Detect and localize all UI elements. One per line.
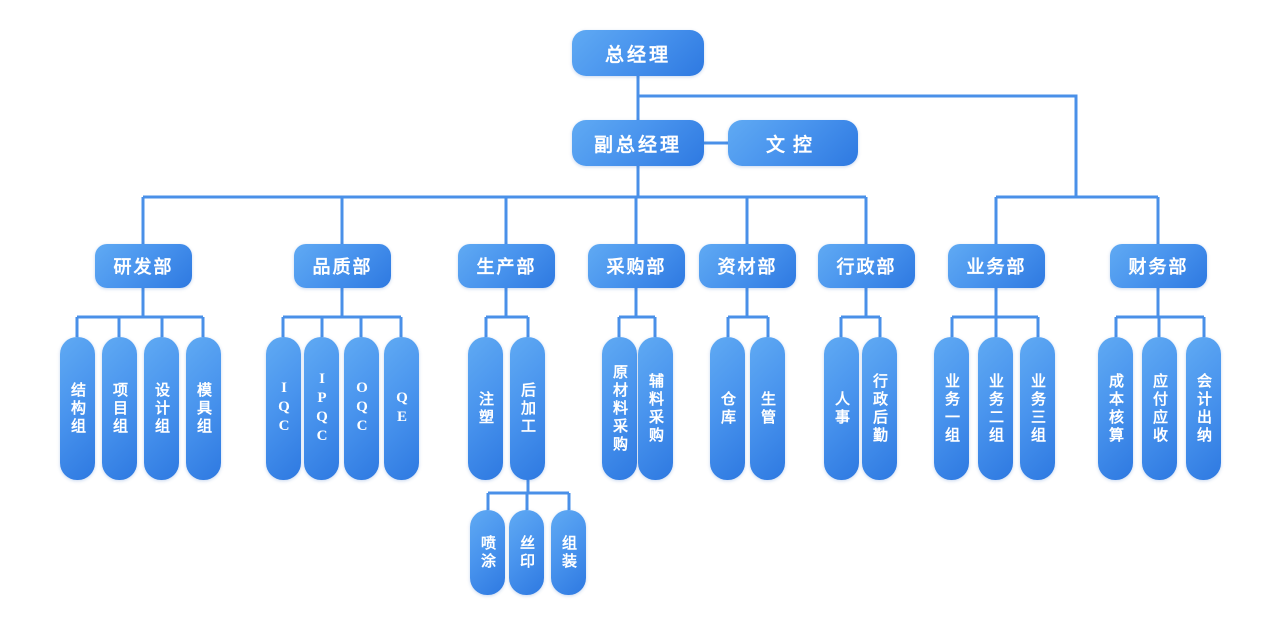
connector-sales-teams (950, 288, 1040, 337)
team-payables-receivables-pill: 应付应收 (1142, 337, 1177, 480)
team-project-pill: 项目组 (102, 337, 137, 480)
team-mold-pill: 模具组 (186, 337, 221, 480)
team-sales-group-2-pill: 业务二组 (978, 337, 1013, 480)
team-raw-material-procurement-pill: 原材料采购 (602, 337, 637, 480)
team-hr-pill: 人事 (824, 337, 859, 480)
team-warehouse-pill: 仓库 (710, 337, 745, 480)
team-auxiliary-material-procurement-pill: 辅料采购 (638, 337, 673, 480)
team-oqc-pill: OQC (344, 337, 379, 480)
document-control-box: 文控 (728, 120, 858, 166)
subteam-spray-coating-pill: 喷涂 (470, 510, 505, 595)
team-injection-molding-pill: 注塑 (468, 337, 503, 480)
dept-admin-box: 行政部 (818, 244, 915, 288)
connector-quality-teams (281, 288, 403, 337)
connector-rnd-teams (75, 288, 205, 337)
connector-right-bus (994, 195, 1160, 244)
dept-production-box: 生产部 (458, 244, 555, 288)
subteam-assembly-pill: 组装 (551, 510, 586, 595)
dept-quality-box: 品质部 (294, 244, 391, 288)
dept-finance-box: 财务部 (1110, 244, 1207, 288)
connector-left-bus (141, 195, 868, 244)
team-design-pill: 设计组 (144, 337, 179, 480)
connector-production-teams (484, 288, 530, 337)
team-admin-logistics-pill: 行政后勤 (862, 337, 897, 480)
general-manager-box: 总经理 (572, 30, 704, 76)
connector-admin-teams (839, 288, 882, 337)
deputy-general-manager-box: 副总经理 (572, 120, 704, 166)
team-production-control-pill: 生管 (750, 337, 785, 480)
connector-procurement-teams (617, 288, 657, 337)
team-structure-pill: 结构组 (60, 337, 95, 480)
team-iqc-pill: IQC (266, 337, 301, 480)
connector-finance-teams (1114, 288, 1206, 337)
team-post-processing-pill: 后加工 (510, 337, 545, 480)
connector-postprocessing-subteams (486, 480, 571, 510)
team-accounting-cashier-pill: 会计出纳 (1186, 337, 1221, 480)
team-sales-group-3-pill: 业务三组 (1020, 337, 1055, 480)
team-ipqc-pill: IPQC (304, 337, 339, 480)
team-cost-accounting-pill: 成本核算 (1098, 337, 1133, 480)
subteam-silk-printing-pill: 丝印 (509, 510, 544, 595)
dept-procurement-box: 采购部 (588, 244, 685, 288)
dept-sales-box: 业务部 (948, 244, 1045, 288)
connector-materials-teams (726, 288, 770, 337)
dept-rnd-box: 研发部 (95, 244, 192, 288)
dept-materials-box: 资材部 (699, 244, 796, 288)
team-qe-pill: QE (384, 337, 419, 480)
team-sales-group-1-pill: 业务一组 (934, 337, 969, 480)
